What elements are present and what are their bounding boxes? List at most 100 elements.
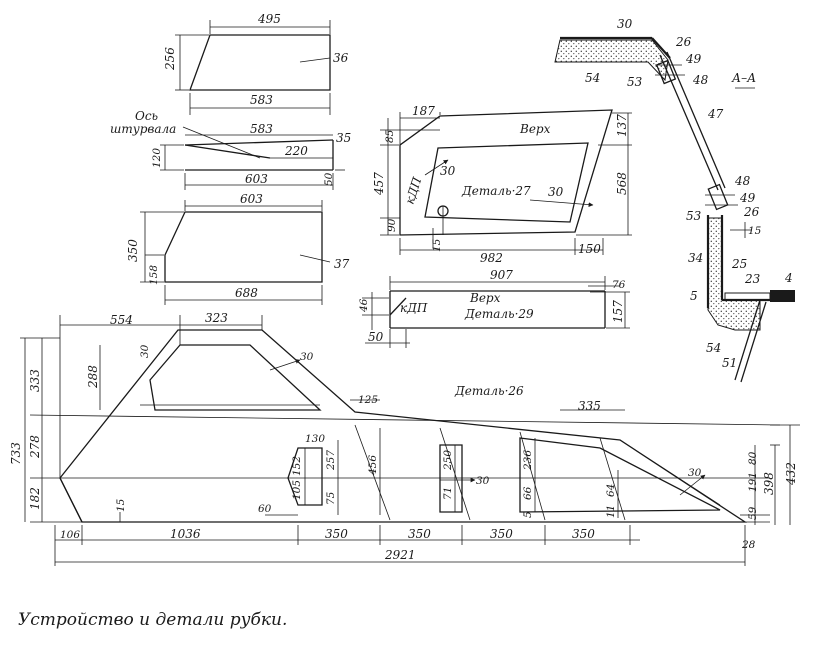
dim-26-h75: 75 (325, 491, 337, 505)
dim-26-b350b: 350 (408, 527, 431, 541)
dim-26-h5: 5 (522, 511, 534, 518)
dim-26-total: 2921 (384, 548, 416, 562)
dim-26-h432: 432 (784, 462, 798, 486)
dim-26-w130: 130 (305, 433, 325, 445)
label-27-top: Верх (519, 122, 551, 136)
dim-26-w60: 60 (258, 503, 272, 515)
dim-26-h250: 250 (442, 450, 454, 471)
dim-26-h66: 66 (522, 486, 534, 500)
aa-section-label: А–А (731, 71, 756, 85)
label-35: 35 (336, 131, 351, 145)
dim-29-right157: 157 (611, 300, 625, 323)
part-37: 603 350 158 688 37 (126, 192, 350, 305)
dim-26-h236: 236 (522, 450, 534, 471)
dim-37-left2: 158 (148, 265, 160, 285)
dim-37-left: 350 (126, 239, 140, 262)
aa-label-15: 15 (748, 225, 762, 237)
dim-26-w30b: 30 (300, 351, 314, 363)
dim-35-left: 120 (151, 148, 163, 168)
dim-26-h71: 71 (442, 487, 454, 500)
dim-26-h15: 15 (115, 498, 127, 512)
dim-26-left333: 333 (28, 369, 42, 392)
dim-29-left50: 50 (368, 330, 384, 344)
dim-26-h80: 80 (747, 451, 759, 465)
label-37: 37 (334, 257, 350, 271)
dim-27-30b: 30 (548, 185, 564, 199)
aa-label-53a: 53 (627, 75, 643, 89)
label-detail-27: Деталь·27 (461, 184, 531, 198)
dim-26-b1036: 1036 (170, 527, 201, 541)
aa-label-5: 5 (690, 289, 698, 303)
dim-26-b28: 28 (741, 539, 756, 551)
aa-label-30: 30 (617, 17, 633, 31)
dim-26-h152: 152 (291, 456, 303, 476)
dim-27-right137: 137 (615, 114, 629, 137)
aa-label-47: 47 (707, 107, 724, 121)
part-35: Ось штурвала 583 220 120 603 50 35 (110, 109, 351, 190)
dim-26-left733: 733 (9, 442, 23, 465)
dim-26-b350a: 350 (325, 527, 348, 541)
label-axis-2: штурвала (110, 122, 176, 136)
part-26: 554 323 733 333 278 182 30 288 30 125 33… (9, 311, 800, 566)
part-36: 495 256 583 36 (163, 12, 349, 115)
dim-37-bottom: 688 (235, 286, 258, 300)
label-29-top: Верх (469, 291, 501, 305)
dim-27-left90: 90 (386, 218, 398, 232)
label-detail-26: Деталь·26 (454, 384, 524, 398)
dim-29-right76: 76 (612, 279, 626, 291)
aa-label-54b: 54 (706, 341, 721, 355)
dim-26-h11: 11 (605, 505, 617, 518)
aa-label-23: 23 (744, 272, 761, 286)
part-27: 187 85 137 457 568 30 30 90 15 982 150 В… (372, 104, 632, 265)
dim-26-h105: 105 (291, 480, 303, 500)
dim-27-left457: 457 (372, 172, 386, 196)
dim-26-h191: 191 (747, 472, 759, 492)
dim-35-top: 583 (250, 122, 273, 136)
dim-26-h64: 64 (605, 484, 617, 497)
dim-27-left85: 85 (384, 129, 396, 143)
dim-36-bottom: 583 (250, 93, 273, 107)
section-a-a: 30 26 49 48 54 53 А–А 47 48 49 26 53 15 … (554, 17, 795, 383)
dim-27-30a: 30 (440, 164, 456, 178)
dim-37-top: 603 (240, 192, 263, 206)
aa-label-48b: 48 (734, 174, 751, 188)
label-axis-1: Ось (135, 109, 158, 123)
label-29-kdp: кДП (400, 301, 428, 315)
aa-label-4: 4 (784, 271, 793, 285)
part-29: 907 76 46 157 50 Верх кДП Деталь·29 (358, 268, 630, 348)
dim-26-w30d: 30 (688, 467, 702, 479)
dim-26-top125: 125 (358, 394, 378, 406)
aa-label-25: 25 (731, 257, 747, 271)
dim-26-b106: 106 (60, 529, 80, 541)
aa-label-48a: 48 (692, 73, 709, 87)
aa-label-34: 34 (688, 251, 703, 265)
aa-label-54a: 54 (585, 71, 600, 85)
dim-26-b350d: 350 (572, 527, 595, 541)
dim-29-top: 907 (490, 268, 513, 282)
dim-26-h59: 59 (747, 506, 759, 520)
dim-36-top: 495 (257, 12, 281, 26)
dim-26-b350c: 350 (490, 527, 513, 541)
figure-caption: Устройство и детали рубки. (18, 610, 288, 630)
label-36: 36 (333, 51, 349, 65)
dim-27-bot15: 15 (431, 238, 443, 252)
aa-label-49b: 49 (739, 191, 756, 205)
aa-label-53b: 53 (686, 209, 702, 223)
dim-26-top554: 554 (110, 313, 133, 327)
label-detail-29: Деталь·29 (464, 307, 534, 321)
label-27-kdp: кДП (403, 175, 425, 206)
dim-26-w30c: 30 (476, 475, 490, 487)
dim-26-left182: 182 (28, 487, 42, 510)
dim-35-right: 50 (323, 172, 335, 186)
dim-27-right568: 568 (615, 172, 629, 195)
dim-26-h288: 288 (86, 365, 100, 389)
dim-26-left278: 278 (28, 435, 42, 459)
dim-26-w30a: 30 (139, 344, 151, 358)
dim-26-h456: 456 (367, 455, 379, 476)
dim-26-top335: 335 (578, 399, 601, 413)
dim-26-h398: 398 (762, 472, 776, 495)
dim-26-h257: 257 (325, 450, 337, 471)
dim-35-bottom: 603 (245, 172, 268, 186)
aa-label-26a: 26 (675, 35, 692, 49)
